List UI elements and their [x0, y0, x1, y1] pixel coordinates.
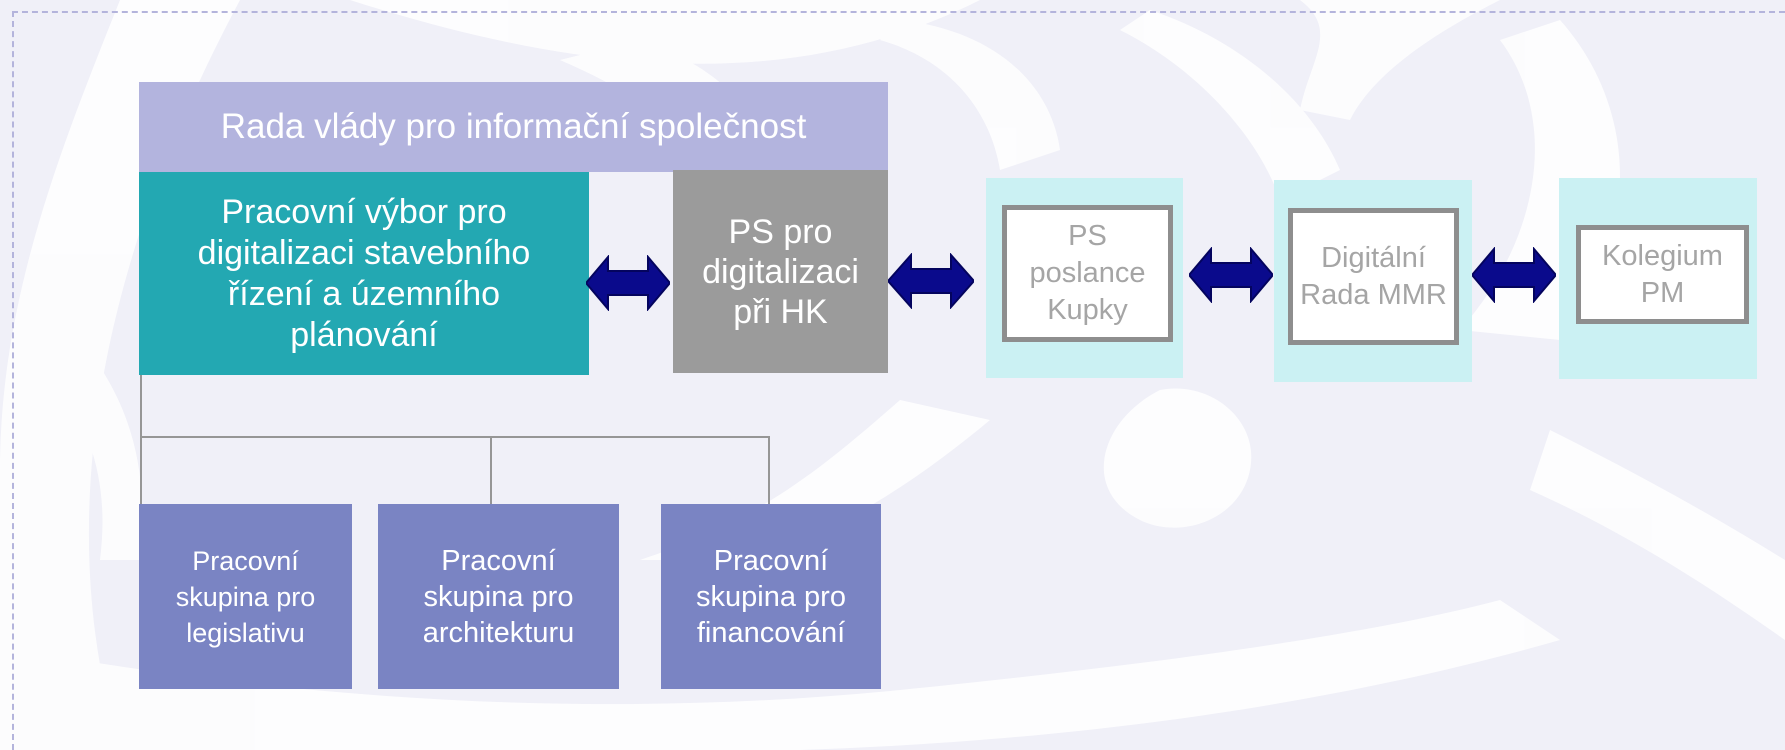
digital-council-line-2: Rada — [1300, 278, 1370, 311]
connector-line — [768, 436, 770, 505]
hk-group-line-2: digitalizaci — [702, 252, 859, 291]
hk-group-line-1: PS pro — [728, 212, 833, 251]
dashed-border-top — [12, 11, 1785, 13]
subgroup-architecture-box: Pracovní skupina pro architekturu — [378, 504, 619, 689]
dashed-border-left — [12, 11, 14, 750]
kolegium-line-2: PM — [1640, 276, 1685, 309]
ps-kupky-box: PS poslance Kupky — [1002, 205, 1173, 342]
connector-line — [140, 436, 770, 438]
subgroup-architecture-line-2: skupina pro — [423, 580, 574, 613]
digital-council-line-3: MMR — [1377, 278, 1447, 311]
subgroup-financing-box: Pracovní skupina pro financování — [661, 504, 881, 689]
digital-council-line-1: Digitální — [1321, 241, 1426, 274]
council-box: Rada vlády pro informační společnost — [139, 82, 888, 172]
connector-line — [140, 375, 142, 505]
subgroup-architecture-line-1: Pracovní — [441, 544, 556, 577]
subgroup-financing-line-2: skupina pro — [696, 580, 846, 613]
subgroup-architecture-line-3: architekturu — [422, 616, 575, 649]
hk-group-box: PS pro digitalizaci při HK — [673, 170, 888, 373]
kolegium-box: Kolegium PM — [1576, 225, 1749, 324]
committee-label: Pracovní výbor pro digitalizaci stavební… — [197, 192, 531, 354]
double-headed-arrow-icon — [888, 253, 974, 309]
double-headed-arrow-icon — [586, 255, 670, 311]
double-headed-arrow-icon — [1189, 247, 1273, 303]
committee-box: Pracovní výbor pro digitalizaci stavební… — [139, 172, 589, 375]
kolegium-line-1: Kolegium — [1602, 239, 1723, 272]
subgroup-legislation-box: Pracovní skupina pro legislativu — [139, 504, 352, 689]
subgroup-legislation-line-3: legislativu — [186, 617, 305, 648]
ps-kupky-line-1: PS — [1068, 220, 1107, 252]
subgroup-legislation-line-2: skupina pro — [175, 581, 316, 612]
subgroup-legislation-line-1: Pracovní — [192, 545, 299, 576]
double-headed-arrow-icon — [1472, 247, 1556, 303]
hk-group-line-3: při HK — [733, 292, 828, 331]
digital-council-box: Digitální Rada MMR — [1288, 208, 1459, 345]
subgroup-financing-line-1: Pracovní — [713, 544, 829, 577]
subgroup-financing-line-3: financování — [696, 616, 846, 649]
council-label: Rada vlády pro informační společnost — [220, 107, 807, 146]
connector-line — [490, 436, 492, 505]
ps-kupky-line-3: Kupky — [1047, 294, 1128, 326]
ps-kupky-line-2: poslance — [1029, 257, 1146, 289]
